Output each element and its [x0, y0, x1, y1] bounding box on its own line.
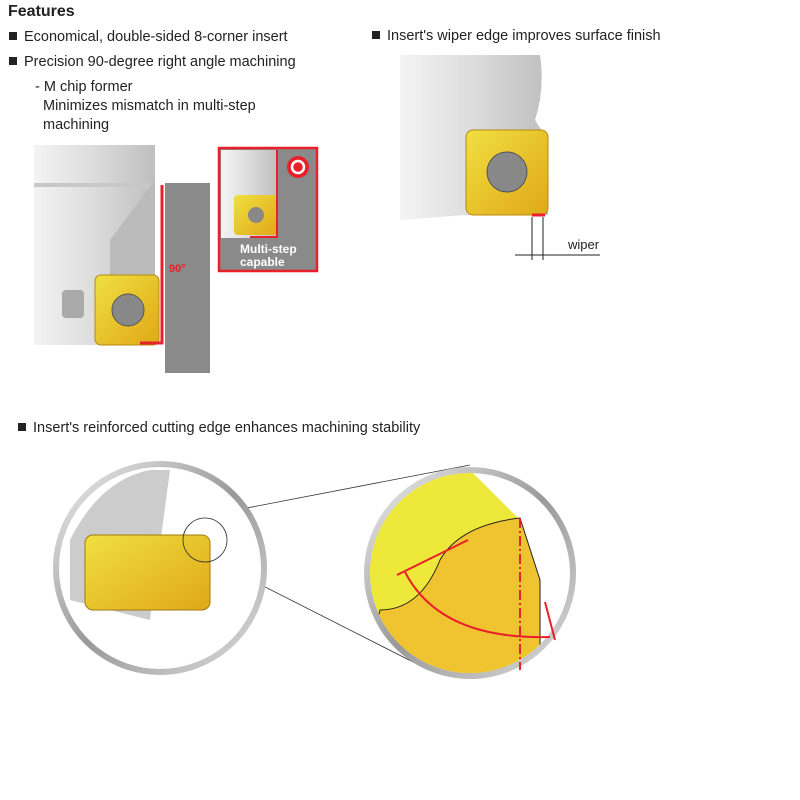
feature-text: Precision 90-degree right angle machinin…	[24, 54, 296, 70]
sub-feature-line: machining	[43, 117, 110, 133]
feature-item: Insert's reinforced cutting edge enhance…	[18, 420, 420, 436]
magnify-circle	[182, 517, 228, 563]
feature-item: Precision 90-degree right angle machinin…	[9, 54, 296, 70]
feature-text: Economical, double-sided 8-corner insert	[24, 29, 288, 45]
ok-circle-icon	[287, 156, 309, 178]
inset-label: capable	[240, 255, 285, 269]
angle-label: 90°	[169, 263, 186, 275]
bullet-icon	[9, 57, 17, 65]
inset-label: Multi-step	[240, 242, 297, 256]
screw-icon	[486, 151, 528, 193]
angle-arrow	[404, 571, 551, 639]
wiper-label: wiper	[567, 237, 600, 252]
insert	[84, 534, 211, 611]
tool-figure-90deg: 90°	[34, 145, 210, 373]
right-angle-line	[140, 185, 164, 345]
feature-text: Insert's wiper edge improves surface fin…	[387, 28, 661, 44]
inset-multistep: Multi-step capable	[217, 146, 319, 273]
sub-feature-line: Minimizes mismatch in multi-step	[43, 98, 256, 114]
features-heading: Features	[8, 3, 75, 20]
tool-figure-wiper: wiper	[400, 55, 600, 260]
sub-feature: - M chip former Minimizes mismatch in mu…	[35, 78, 256, 135]
feature-item: Economical, double-sided 8-corner insert	[9, 29, 288, 45]
sub-feature-line: - M chip former	[35, 79, 133, 95]
bullet-icon	[372, 31, 380, 39]
workpiece	[165, 183, 210, 373]
bullet-icon	[9, 32, 17, 40]
screw-icon	[111, 293, 145, 327]
bullet-icon	[18, 423, 26, 431]
feature-item: Insert's wiper edge improves surface fin…	[372, 28, 661, 44]
cutting-edge-figure	[53, 461, 576, 679]
feature-text: Insert's reinforced cutting edge enhance…	[33, 420, 421, 436]
